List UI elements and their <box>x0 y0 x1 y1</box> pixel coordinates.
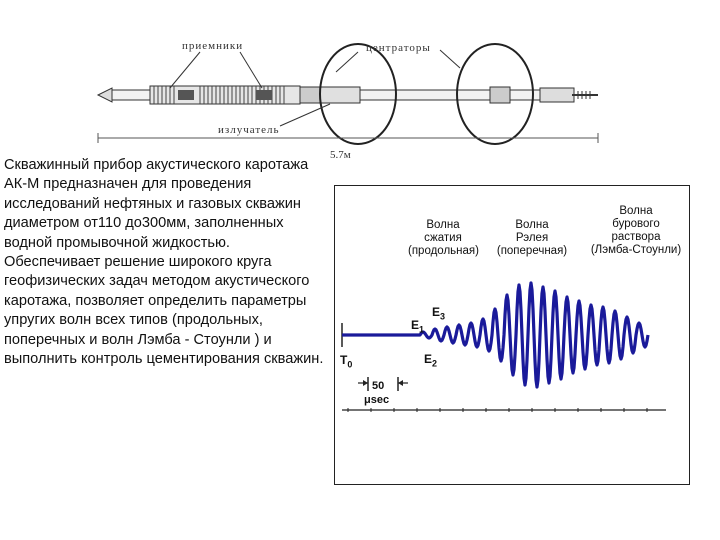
callout-receivers-b <box>239 51 263 89</box>
receiver-coils <box>153 86 285 104</box>
emitter-label: излучатель <box>218 124 280 136</box>
receiver-2 <box>256 90 272 100</box>
tool-nose <box>96 87 113 103</box>
receivers-label: приемники <box>182 40 244 52</box>
tool-joint-2 <box>489 86 511 104</box>
scale-unit: μsec <box>364 394 390 406</box>
scale-arrow-right-head <box>398 380 403 386</box>
description-paragraph-1: Скважинный прибор акустического каротажа… <box>4 157 309 251</box>
waveform-trace <box>342 281 650 389</box>
marker-e2: E2 <box>424 352 438 369</box>
waveform-chart <box>341 281 666 412</box>
receiver-1 <box>178 90 194 100</box>
callout-centralizers-a <box>335 51 359 73</box>
waveform-panel <box>334 185 690 485</box>
scale-arrow-left-head <box>363 380 368 386</box>
description-paragraph-2: Обеспечивает решение широкого круга геоф… <box>4 254 324 368</box>
marker-t0: T0 <box>340 353 353 370</box>
centralizer-right <box>456 43 534 145</box>
tool-joint <box>299 86 321 104</box>
cable-head <box>539 87 575 103</box>
logging-tool-diagram <box>96 43 599 145</box>
centralizer-left <box>319 43 397 145</box>
time-axis-ticks <box>347 408 648 412</box>
callout-receivers-a <box>169 51 201 89</box>
callout-centralizers-b <box>439 49 461 69</box>
scale-value: 50 <box>372 380 385 392</box>
callout-emitter <box>279 103 331 127</box>
centralizers-label: центраторы <box>366 42 431 54</box>
receiver-section <box>149 85 301 105</box>
emitter-block <box>319 86 361 104</box>
tool-length-label: 5.7м <box>330 149 351 161</box>
marker-e1: E1 <box>411 318 425 335</box>
marker-e3: E3 <box>432 305 446 322</box>
description-text: Скважинный прибор акустического каротажа… <box>4 156 334 369</box>
